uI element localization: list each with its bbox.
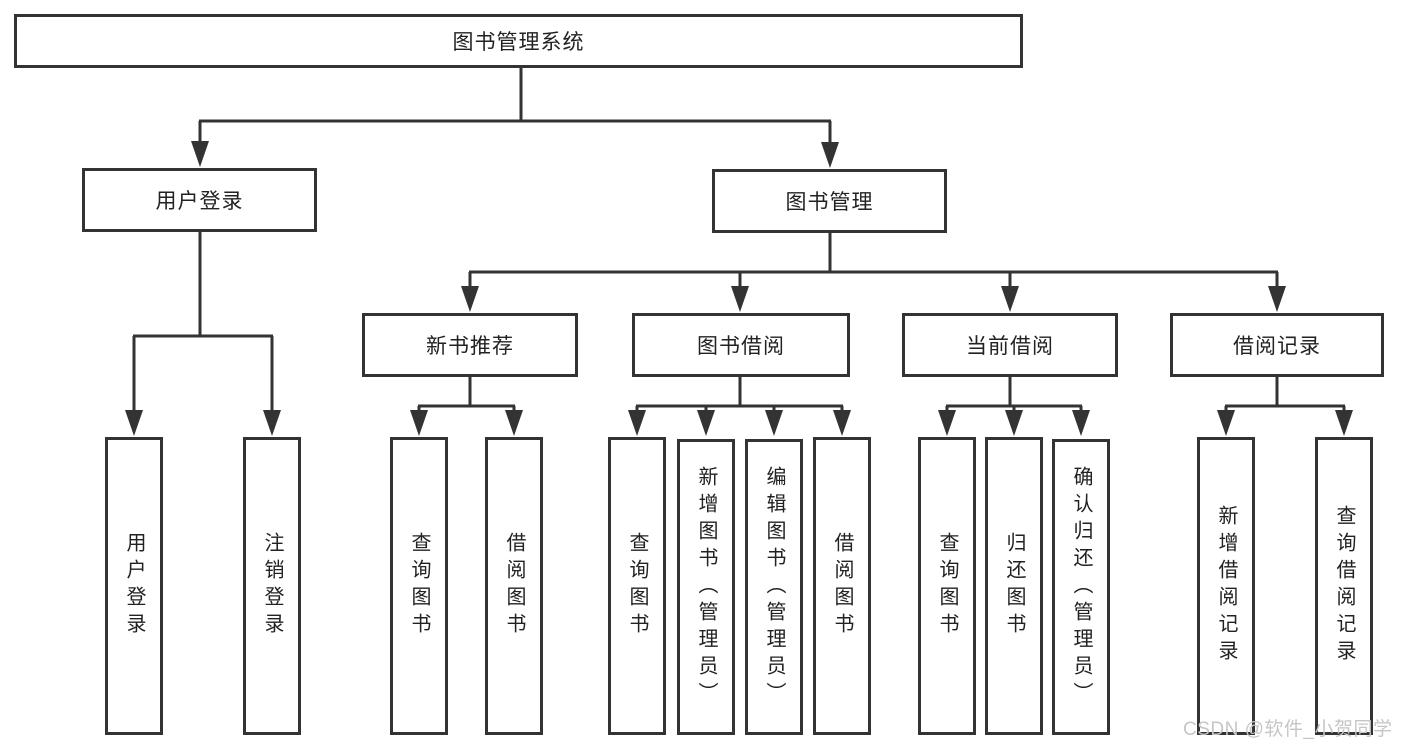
leaf-user-login: 用户登录 xyxy=(105,437,163,735)
node-new-book-recommend: 新书推荐 xyxy=(362,313,578,377)
leaf-current-query-books: 查询图书 xyxy=(918,437,976,735)
leaf-confirm-return-admin: 确认归还（管理员） xyxy=(1052,439,1110,735)
node-root-system: 图书管理系统 xyxy=(14,14,1023,68)
leaf-recommend-borrow-books: 借阅图书 xyxy=(485,437,543,735)
node-borrow-records: 借阅记录 xyxy=(1170,313,1384,377)
node-current-borrow: 当前借阅 xyxy=(902,313,1118,377)
node-user-login: 用户登录 xyxy=(82,168,317,232)
leaf-query-borrow-record: 查询借阅记录 xyxy=(1315,437,1373,735)
node-book-borrow: 图书借阅 xyxy=(632,313,850,377)
leaf-add-borrow-record: 新增借阅记录 xyxy=(1197,437,1255,735)
leaf-borrow-query-books: 查询图书 xyxy=(608,437,666,735)
leaf-logout: 注销登录 xyxy=(243,437,301,735)
leaf-edit-books-admin: 编辑图书（管理员） xyxy=(745,439,803,735)
leaf-borrow-books: 借阅图书 xyxy=(813,437,871,735)
leaf-return-books: 归还图书 xyxy=(985,437,1043,735)
node-book-management: 图书管理 xyxy=(712,169,947,233)
watermark: CSDN @软件_小贺同学 xyxy=(1183,719,1393,740)
arrowhead-icons xyxy=(125,141,1353,436)
leaf-add-books-admin: 新增图书（管理员） xyxy=(677,439,735,735)
leaf-recommend-query-books: 查询图书 xyxy=(390,437,448,735)
